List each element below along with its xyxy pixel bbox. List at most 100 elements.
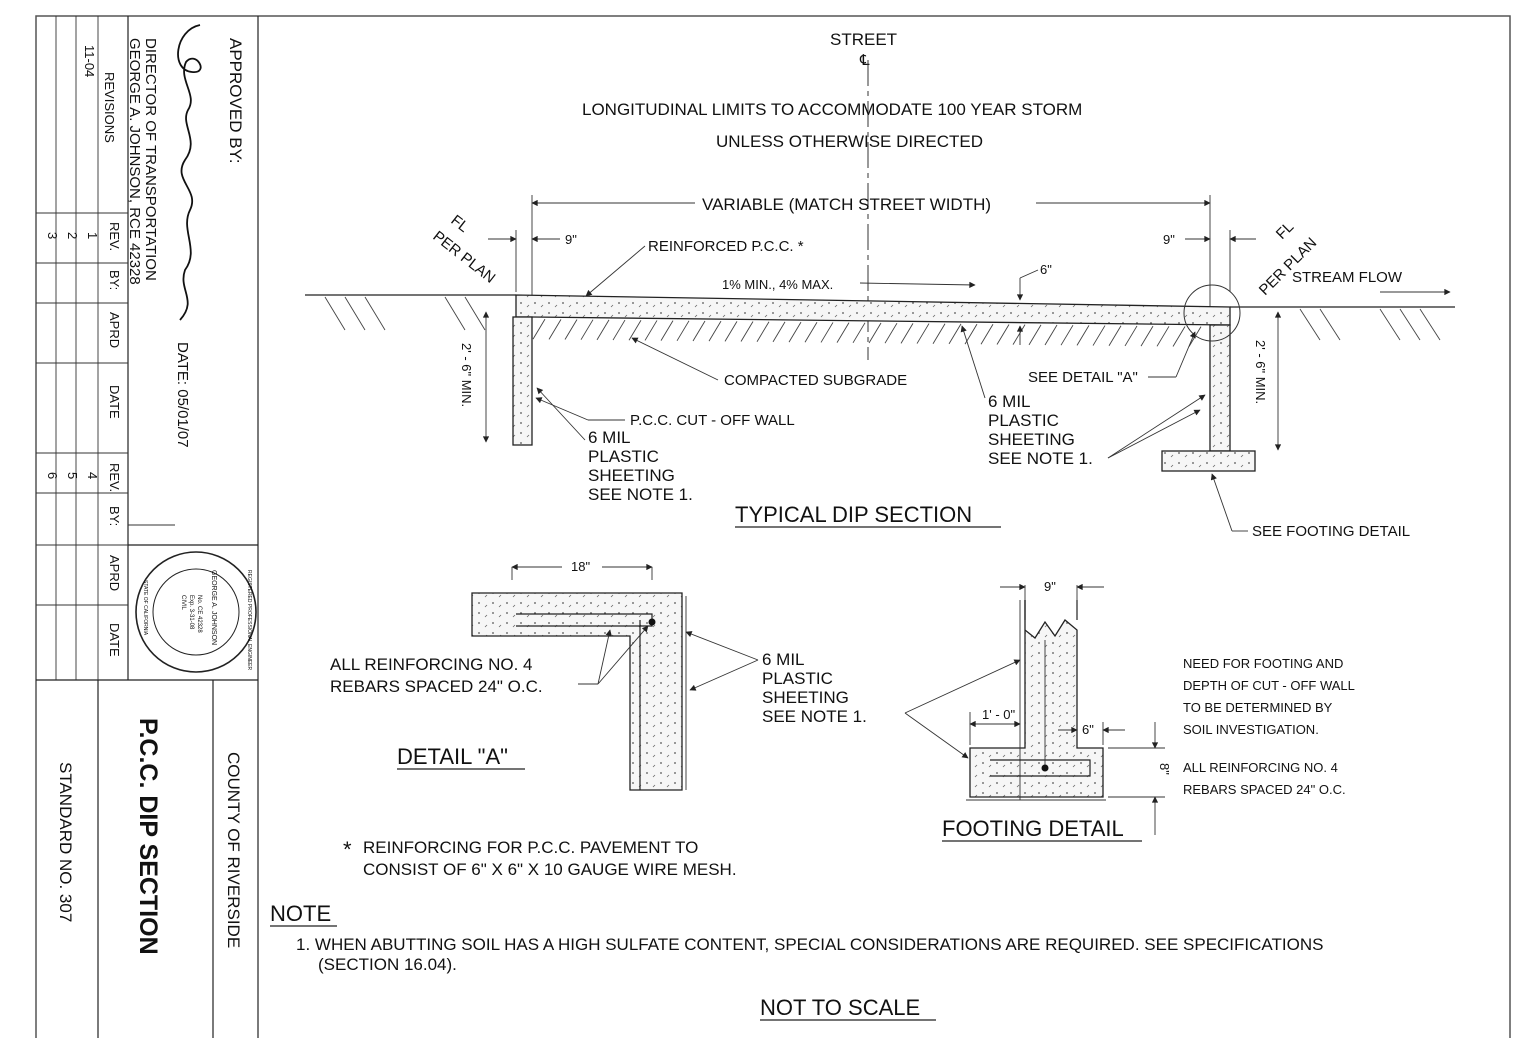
revision-date: 11-04 xyxy=(82,45,97,77)
limits-line-1: LONGITUDINAL LIMITS TO ACCOMMODATE 100 Y… xyxy=(582,100,1082,119)
footing-dim-1-0: 1' - 0" xyxy=(982,707,1015,722)
drawing-title: P.C.C. DIP SECTION xyxy=(134,718,162,955)
limits-line-2: UNLESS OTHERWISE DIRECTED xyxy=(716,132,983,151)
see-detail-a: SEE DETAIL "A" xyxy=(1028,369,1138,386)
not-to-scale: NOT TO SCALE xyxy=(760,995,920,1020)
subgrade-hatch-line xyxy=(628,320,642,341)
note-1-line-2: (SECTION 16.04). xyxy=(318,955,457,974)
reinforcing-line-1: REINFORCING FOR P.C.C. PAVEMENT TO xyxy=(363,838,698,857)
notes: * REINFORCING FOR P.C.C. PAVEMENT TO CON… xyxy=(270,837,1323,1021)
footing-dim-8: 8" xyxy=(1157,763,1172,775)
subgrade-hatch-line xyxy=(836,322,850,343)
cutoff-wall-left xyxy=(512,316,533,446)
subgrade-hatch-line xyxy=(932,323,946,344)
need-note: TO BE DETERMINED BY xyxy=(1183,700,1333,715)
footing-dim-9: 9" xyxy=(1044,579,1056,594)
seal-name: GEORGE A. JOHNSON xyxy=(210,570,217,645)
approved-by: APPROVED BY: xyxy=(226,38,245,164)
subgrade-hatch-line xyxy=(612,319,626,341)
typical-dip-section: STREET ℄ LONGITUDINAL LIMITS TO ACCOMMOD… xyxy=(305,30,1455,540)
need-note: SOIL INVESTIGATION. xyxy=(1183,722,1319,737)
need-note: NEED FOR FOOTING AND xyxy=(1183,656,1343,671)
col-rev-2: REV. xyxy=(107,463,122,492)
rev-number: 2 xyxy=(65,232,80,239)
subgrade-hatch-line xyxy=(980,324,994,345)
compacted-subgrade: COMPACTED SUBGRADE xyxy=(724,372,907,389)
footing-detail: 9" 1' - 0" 6" 8" NEED FOR FOOTING AND DE… xyxy=(904,579,1355,842)
stream-flow: STREAM FLOW xyxy=(1292,269,1403,286)
subgrade-hatch-line xyxy=(1012,324,1026,345)
seal-bottom: STATE OF CALIFORNIA xyxy=(142,580,148,636)
rev-number: 6 xyxy=(45,472,60,479)
subgrade-hatch-line xyxy=(788,321,802,343)
subgrade-hatch-line xyxy=(1172,326,1186,347)
subgrade-hatch-line xyxy=(1188,326,1202,347)
subgrade-hatch-line xyxy=(1060,324,1074,346)
subgrade-hatch-line xyxy=(724,321,738,342)
subgrade-hatch-line xyxy=(900,323,914,344)
sheeting-a: PLASTIC xyxy=(762,669,833,688)
sheeting-left: SEE NOTE 1. xyxy=(588,485,693,504)
subgrade-hatch-line xyxy=(996,324,1010,345)
sheet-border xyxy=(35,15,1511,1038)
col-by-2: BY: xyxy=(107,506,122,526)
sheeting-left: 6 MIL xyxy=(588,428,631,447)
dim-18: 18" xyxy=(571,559,590,574)
approval-date: DATE: 05/01/07 xyxy=(174,342,191,448)
note-heading: NOTE xyxy=(270,901,331,926)
cutoff-wall-label: P.C.C. CUT - OFF WALL xyxy=(630,412,795,429)
subgrade-hatch-line xyxy=(1044,324,1058,346)
engineer-seal: GEORGE A. JOHNSON No. CE 42328 Exp. 3-31… xyxy=(135,551,257,673)
sheeting-a: 6 MIL xyxy=(762,650,805,669)
rev-number: 5 xyxy=(65,472,80,479)
dim-9-left: 9" xyxy=(565,232,577,247)
footing-dim-6: 6" xyxy=(1082,722,1094,737)
wall-depth-right: 2' - 6" MIN. xyxy=(1253,340,1268,404)
subgrade-hatch-line xyxy=(1108,325,1122,346)
subgrade-hatch-line xyxy=(804,322,818,343)
col-rev-1: REV. xyxy=(107,222,122,251)
footing-title: FOOTING DETAIL xyxy=(942,816,1124,841)
section-title: TYPICAL DIP SECTION xyxy=(735,502,972,527)
footing-rebar-note: REBARS SPACED 24" O.C. xyxy=(1183,782,1346,797)
rebar-line-1: ALL REINFORCING NO. 4 xyxy=(330,655,532,674)
subgrade-hatch-line xyxy=(580,319,594,340)
concrete-slab xyxy=(515,294,1231,326)
revisions-label: REVISIONS xyxy=(102,72,117,143)
seal-line: No. CE 42328 xyxy=(196,595,202,633)
slope-label: 1% MIN., 4% MAX. xyxy=(722,277,833,292)
subgrade-hatch-line xyxy=(548,319,562,340)
sheeting-mid: SHEETING xyxy=(988,430,1075,449)
subgrade-hatch-line xyxy=(1156,326,1170,347)
subgrade-hatch-line xyxy=(884,322,898,344)
fl-left: FL xyxy=(448,212,472,236)
seal-line: Exp. 3-31-08 xyxy=(188,595,194,630)
subgrade-hatch-line xyxy=(1124,325,1138,347)
need-note: DEPTH OF CUT - OFF WALL xyxy=(1183,678,1355,693)
subgrade-hatch-line xyxy=(948,323,962,345)
subgrade-hatch-line xyxy=(740,321,754,342)
footing-rebar-note: ALL REINFORCING NO. 4 xyxy=(1183,760,1338,775)
seal-line: CIVIL xyxy=(180,595,186,611)
subgrade-hatch-line xyxy=(660,320,674,341)
per-plan-right: PER PLAN xyxy=(1256,234,1320,298)
subgrade-hatch-line xyxy=(916,323,930,344)
signature xyxy=(177,24,202,321)
subgrade-hatch-line xyxy=(1140,325,1154,347)
detail-a: 18" ALL REINFORCING NO. 4 REBARS SPACED … xyxy=(330,559,867,791)
rev-number: 1 xyxy=(85,232,100,239)
sheeting-left: PLASTIC xyxy=(588,447,659,466)
sheeting-mid: SEE NOTE 1. xyxy=(988,449,1093,468)
per-plan-left: PER PLAN xyxy=(430,228,499,287)
sheeting-a: SHEETING xyxy=(762,688,849,707)
subgrade-hatch-line xyxy=(676,320,690,342)
footing-right xyxy=(1161,450,1256,472)
see-footing-detail: SEE FOOTING DETAIL xyxy=(1252,523,1410,540)
detail-a-callout xyxy=(1183,284,1241,342)
sheeting-mid: 6 MIL xyxy=(988,392,1031,411)
footing-concrete xyxy=(969,600,1104,798)
subgrade-hatch-line xyxy=(708,320,722,342)
subgrade-hatch-line xyxy=(852,322,866,344)
seal-outer: REGISTERED PROFESSIONAL ENGINEER xyxy=(246,570,252,671)
reinforced-pcc: REINFORCED P.C.C. * xyxy=(648,238,804,255)
